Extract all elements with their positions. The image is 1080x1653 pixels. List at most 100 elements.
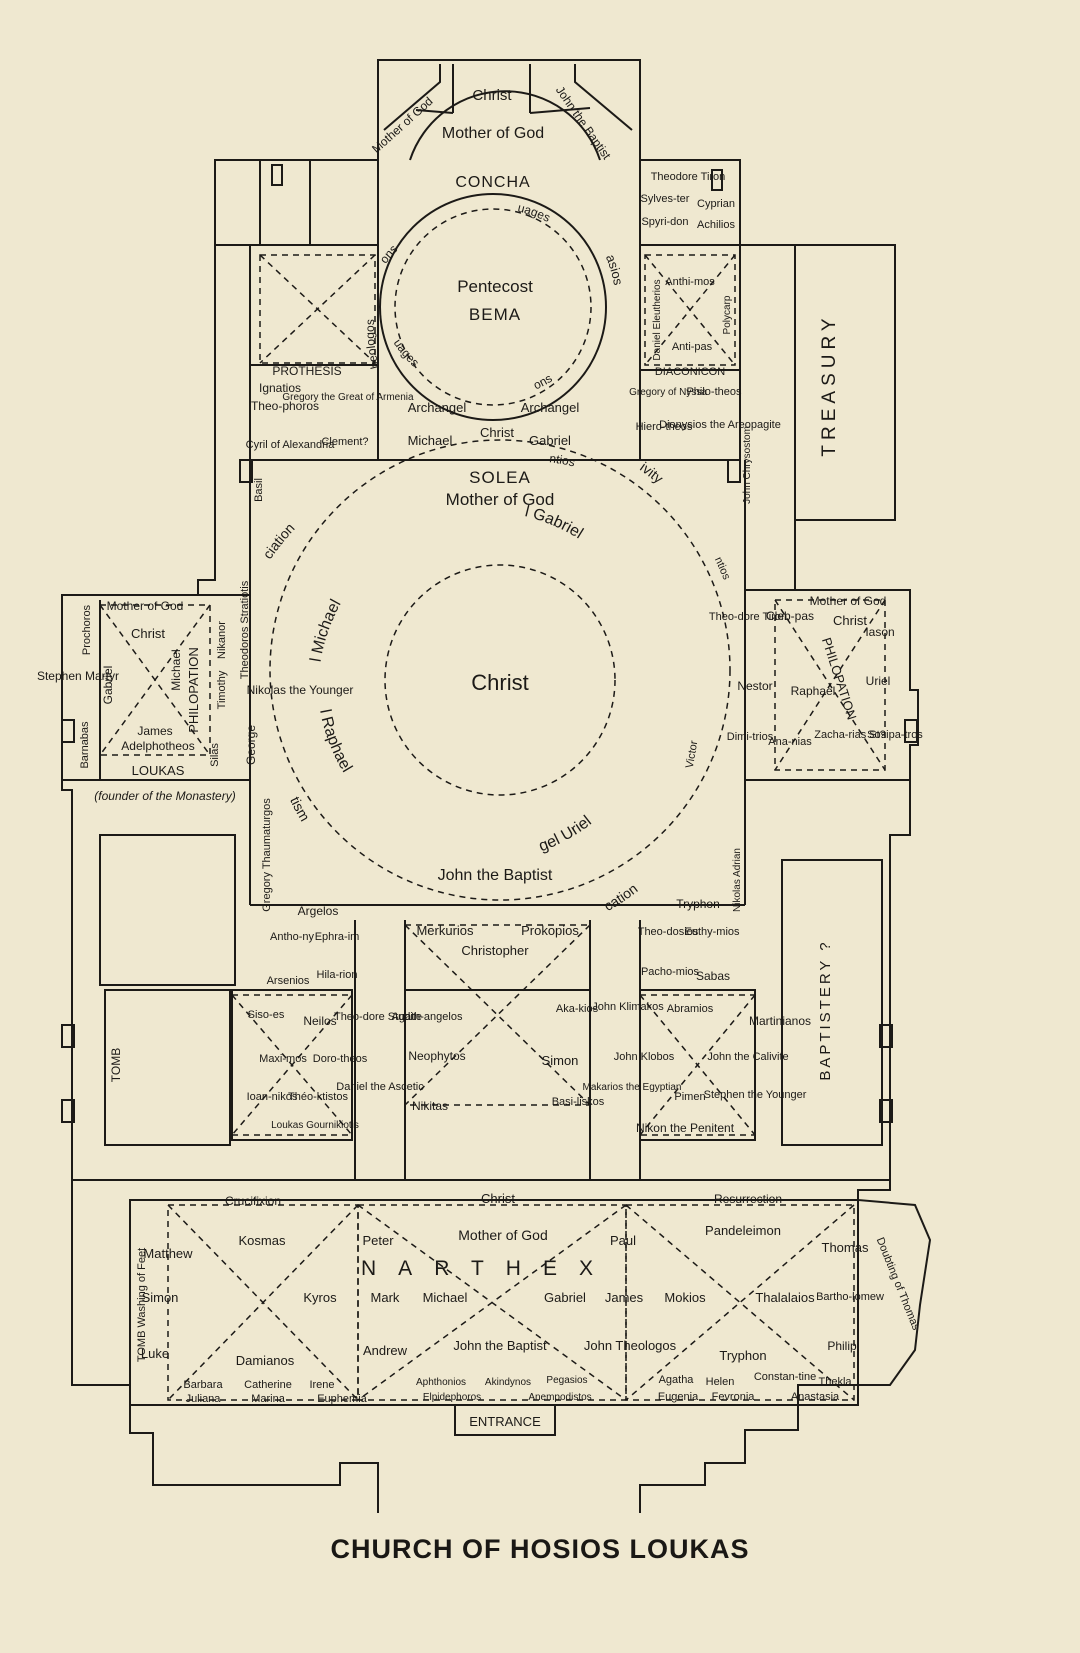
label-spyridon: Spyri-don <box>641 216 688 228</box>
label-loukas: LOUKAS <box>132 763 185 778</box>
label-right-theodore-tiron: Theo-dore Tiron <box>709 611 787 623</box>
label-narthex-michael: Michael <box>423 1290 468 1305</box>
label-theodore-studite: Theo-dore Studite <box>334 1011 422 1023</box>
label-paul: Paul <box>610 1233 636 1248</box>
vault-dashed-lines <box>99 208 886 1401</box>
label-mother-of-god-niche: Mother of God <box>369 94 435 156</box>
label-anthony: Antho-ny <box>270 931 315 943</box>
label-nikolas-adrian: Nikolas Adrian <box>732 848 743 912</box>
label-matthew: Matthew <box>143 1246 193 1261</box>
label-sylvester: Sylves-ter <box>641 193 690 205</box>
label-basiliskos: Basi-liskos <box>552 1096 605 1108</box>
label-diaconicon: DIACONICON <box>655 366 725 378</box>
label-left-christ: Christ <box>131 626 165 641</box>
label-abramios: Abramios <box>667 1003 714 1015</box>
label-akindynos: Akindynos <box>485 1377 531 1388</box>
label-hierotheos: Hiero-theos <box>636 421 693 433</box>
label-purification: Purification <box>0 0 640 914</box>
label-anthimos: Anthi-mos <box>665 276 715 288</box>
label-bartholomew: Bartho-lomew <box>816 1291 884 1303</box>
label-narthex-christ: Christ <box>481 1191 515 1206</box>
label-barbara: Barbara <box>183 1379 223 1391</box>
label-nikon: Nikon the Penitent <box>636 1121 735 1135</box>
label-christ-apse: Christ <box>472 87 512 104</box>
label-arsenios: Arsenios <box>267 975 310 987</box>
label-doubting-thomas: Doubting of Thomas <box>874 1236 922 1333</box>
label-helen: Helen <box>706 1376 735 1388</box>
label-luke: Luke <box>141 1346 169 1361</box>
label-merkurios: Merkurios <box>416 923 474 938</box>
label-concha: CONCHA <box>455 174 530 191</box>
label-theodosios: Theo-dosios <box>638 926 699 938</box>
label-john-theologos: John Theologos <box>584 1338 677 1353</box>
label-agatha: Agatha <box>659 1374 695 1386</box>
label-victor: Victor <box>684 739 701 769</box>
label-theologos: Gregory Theologos <box>0 0 382 370</box>
label-founder: (founder of the Monastery) <box>94 789 235 803</box>
label-basil: Basil <box>253 478 265 502</box>
label-irene: Irene <box>309 1379 334 1391</box>
label-tomb-washing: TOMB Washing of Feet <box>136 1248 148 1362</box>
label-loukas-gournikiotis: Loukas Gournikiotis <box>271 1120 359 1131</box>
label-barnabas: Barnabas <box>79 721 91 769</box>
label-polycarp: Polycarp <box>722 295 733 334</box>
label-pentecost: Pentecost <box>457 277 533 296</box>
label-theoktistos: Théo-ktistos <box>288 1091 348 1103</box>
label-bema-archangel-right: Archangel <box>521 400 580 415</box>
label-philopation-left: PHILOPATION <box>186 647 201 732</box>
label-languages-bottom: Languages <box>0 0 422 370</box>
label-agathangelos: Agath-angelos <box>392 1011 463 1023</box>
label-narthex-john-baptist: John the Baptist <box>453 1338 547 1353</box>
label-dome-john-baptist: John the Baptist <box>438 867 553 884</box>
label-christopher: Christopher <box>461 943 529 958</box>
label-narthex-gabriel: Gabriel <box>544 1290 586 1305</box>
label-bema-michael: Michael <box>408 433 453 448</box>
label-prokopios: Prokopios <box>521 923 579 938</box>
label-anempodistos: Anempodistos <box>528 1392 591 1403</box>
label-aphthonios: Aphthonios <box>416 1377 466 1388</box>
label-right-christ: Christ <box>833 613 867 628</box>
label-mokios: Mokios <box>664 1290 706 1305</box>
label-theodoros-stratiotis: Theodoros Stratiotis <box>239 580 251 679</box>
label-george: George <box>244 725 258 765</box>
label-narthex: NARTHEX <box>361 1257 615 1280</box>
label-ioannikos: Ioan-nikos <box>247 1091 298 1103</box>
label-vicentios: Vicentios <box>0 0 733 582</box>
label-constantine: Constan-tine <box>754 1371 816 1383</box>
label-prothesis: PROTHESIS <box>272 364 341 378</box>
label-thalalaios: Thalalaios <box>755 1290 815 1305</box>
label-adelphotheos: Adelphotheos <box>121 739 194 753</box>
label-hilarion: Hila-rion <box>317 969 358 981</box>
label-mark: Mark <box>371 1290 400 1305</box>
label-sabas: Sabas <box>696 969 730 983</box>
label-neilos: Neilos <box>303 1014 336 1028</box>
label-ignatios: Ignatios <box>259 381 301 395</box>
label-marina: Marina <box>251 1393 286 1405</box>
label-sisoes: Siso-es <box>248 1009 285 1021</box>
label-dionysios: Dionysios the Areopagite <box>659 419 781 431</box>
label-athanasios: Athanasios <box>0 0 626 287</box>
label-stephen-martyr: Stephen Martyr <box>37 669 119 683</box>
label-right-mother-of-god: Mother of God <box>810 594 887 608</box>
label-pimen: Pimen <box>674 1091 705 1103</box>
label-crucifixion: Crucifixion <box>225 1194 281 1208</box>
label-cleopas: Cleb-pas <box>766 609 814 623</box>
label-ephraim: Ephra-im <box>315 931 360 943</box>
label-catherine: Catherine <box>244 1379 292 1391</box>
label-solea-mother-of-god: Mother of God <box>446 490 555 509</box>
label-dome-christ: Christ <box>471 670 528 695</box>
label-narthex-mother-of-god: Mother of God <box>458 1227 548 1243</box>
label-theodore-tiron-top: Theodore Tiron <box>651 171 726 183</box>
label-pegasios: Pegasios <box>546 1375 587 1386</box>
label-nikanor: Nikanor <box>216 621 228 659</box>
label-neophytos: Neophytos <box>408 1049 465 1063</box>
label-jason: Iason <box>865 625 894 639</box>
label-cyril: Cyril of Alexandria <box>246 439 336 451</box>
label-dimitrios: Dimi-trios <box>727 731 774 743</box>
label-andrew: Andrew <box>363 1343 408 1358</box>
label-theophoros: Theo-phoros <box>251 399 319 413</box>
label-fevronia: Fevronia <box>712 1391 756 1403</box>
label-john-klimakos: John Klimakos <box>592 1001 664 1013</box>
label-thekla: Thekla <box>818 1376 852 1388</box>
label-tryphon-crypt: Tryphon <box>676 897 720 911</box>
